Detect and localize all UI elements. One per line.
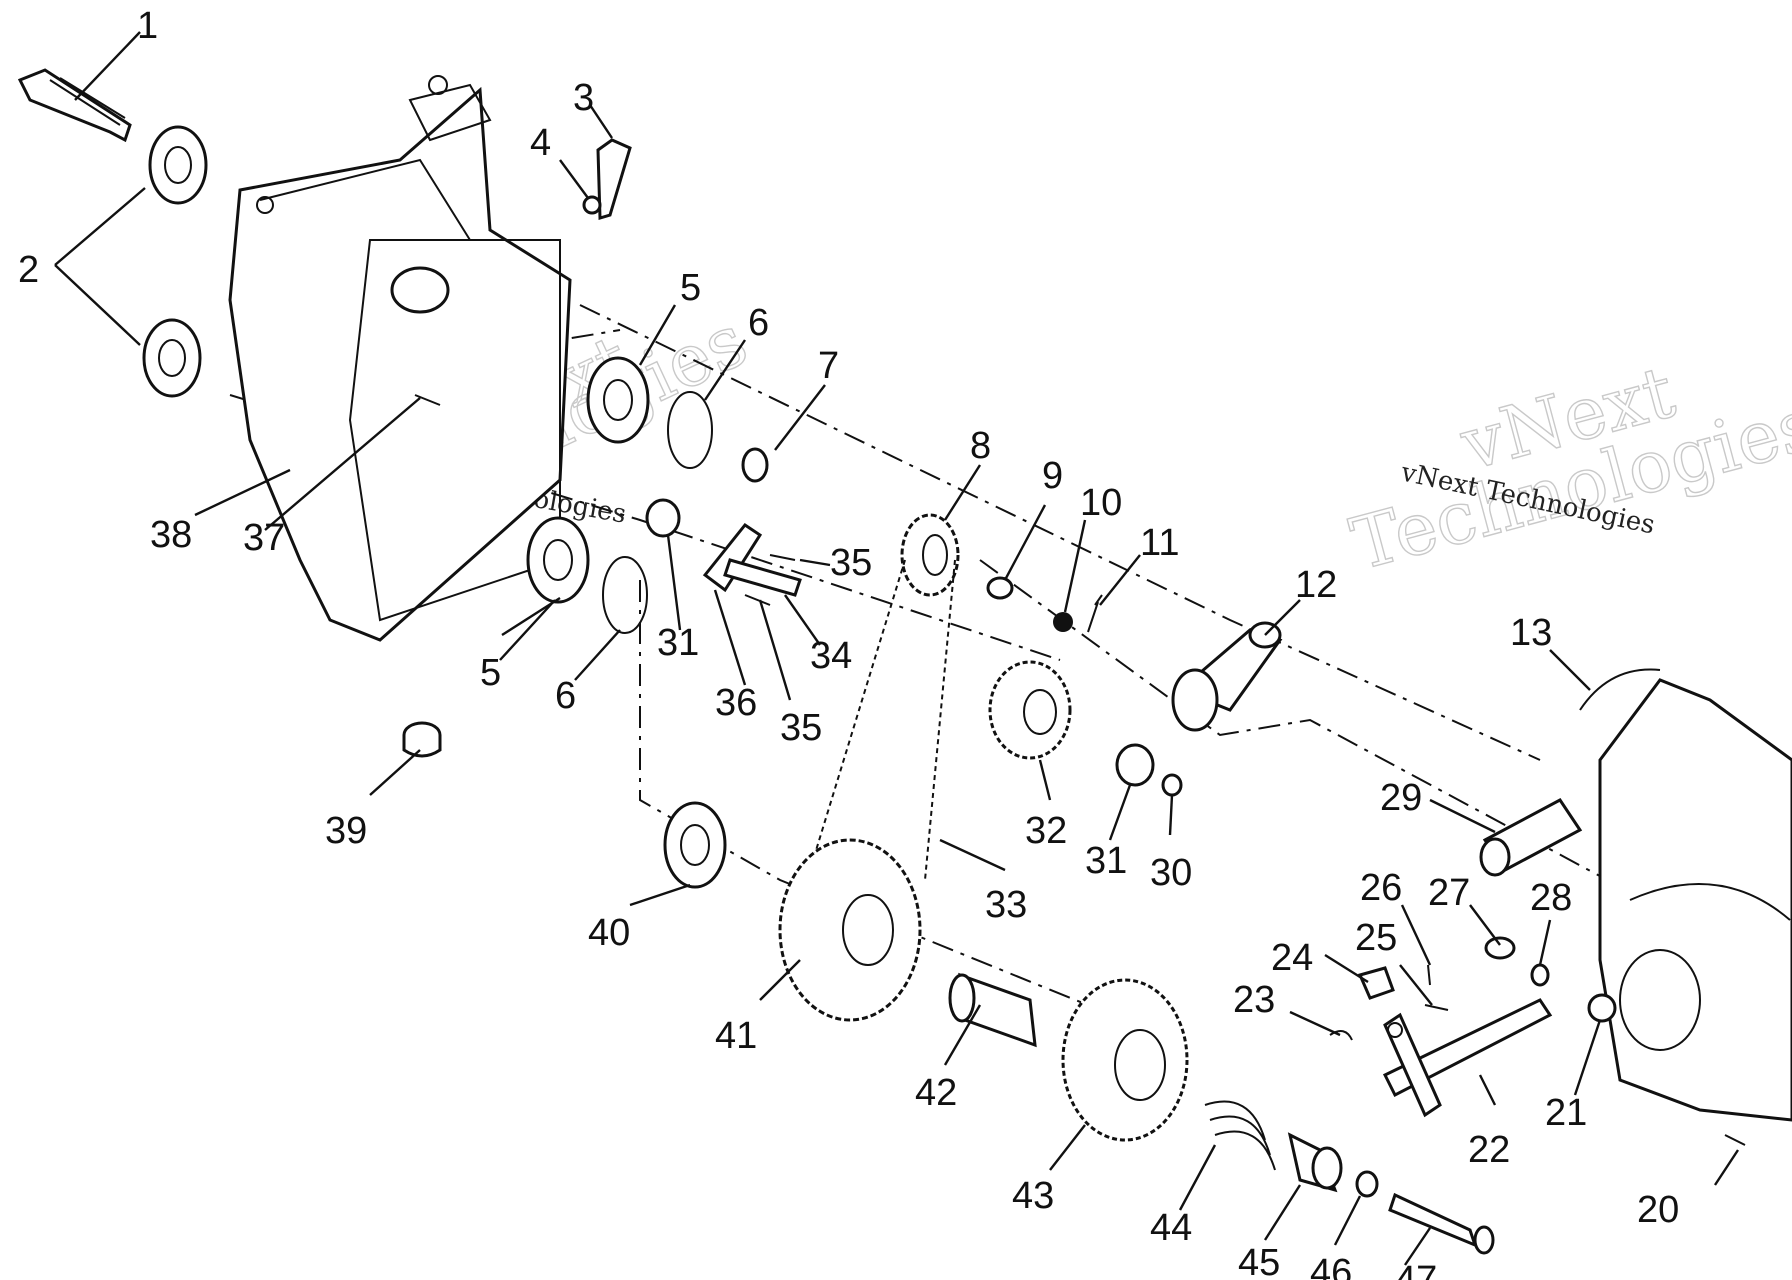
callout-26: 26 (1360, 867, 1402, 909)
part-47-bolt (1388, 1192, 1495, 1255)
callout-31-right: 31 (1085, 840, 1127, 882)
callout-25: 25 (1355, 917, 1397, 959)
callout-46: 46 (1310, 1252, 1352, 1280)
callout-39: 39 (325, 810, 367, 852)
part-42-pinion-shaft (948, 972, 1037, 1048)
part-4-washer (582, 195, 602, 215)
callout-36: 36 (715, 682, 757, 724)
callout-22: 22 (1468, 1129, 1510, 1171)
callout-27: 27 (1428, 872, 1470, 914)
callout-45: 45 (1238, 1242, 1280, 1280)
callout-42: 42 (915, 1072, 957, 1114)
callout-33: 33 (985, 884, 1027, 926)
part-31-washers (645, 498, 1155, 787)
callout-28: 28 (1530, 877, 1572, 919)
part-8-sprocket (900, 513, 960, 597)
callout-6-top: 6 (748, 302, 769, 344)
part-44-spring (1204, 1100, 1276, 1171)
part-39-nut (402, 721, 442, 758)
callout-32: 32 (1025, 810, 1067, 852)
callout-2: 2 (18, 249, 39, 291)
callout-35-bottom: 35 (780, 707, 822, 749)
part-1-splined-shaft (17, 68, 132, 143)
callout-43: 43 (1012, 1175, 1054, 1217)
callout-35-top: 35 (830, 542, 872, 584)
callout-1: 1 (137, 5, 158, 47)
part-45-collar (1287, 1132, 1343, 1193)
part-41-large-gear (778, 838, 922, 1022)
part-24-bracket (1357, 966, 1395, 1000)
part-2-seals (142, 125, 208, 398)
callout-11: 11 (1140, 522, 1179, 564)
part-11-pin (1087, 594, 1103, 633)
callout-20: 20 (1637, 1189, 1679, 1231)
part-43-sprocket (1061, 978, 1189, 1142)
callout-7: 7 (818, 345, 839, 387)
callout-4: 4 (530, 122, 551, 164)
part-12-lever (1171, 621, 1283, 732)
part-36-shift-fork (702, 522, 802, 597)
part-21-nut (1587, 993, 1617, 1023)
part-28-clip (1530, 963, 1550, 987)
callout-9: 9 (1042, 455, 1063, 497)
gearcase-housing-right (1579, 668, 1792, 1122)
part-23-clip (1329, 1030, 1353, 1041)
callout-23: 23 (1233, 979, 1275, 1021)
callout-30: 30 (1150, 852, 1192, 894)
callout-21: 21 (1545, 1092, 1587, 1134)
callout-labels: 1 2 3 4 5 6 7 8 9 10 11 12 13 20 21 22 2… (18, 5, 1679, 1280)
part-9-washer (986, 576, 1014, 600)
gearcase-housing-left (228, 75, 572, 642)
part-20-screw (1724, 1134, 1746, 1146)
part-40-washer (663, 801, 727, 889)
part-37-stud (414, 394, 441, 406)
callout-6-bottom: 6 (555, 675, 576, 717)
callout-5-top: 5 (680, 267, 701, 309)
part-3-bolt (596, 138, 632, 220)
part-10-nut (1053, 612, 1073, 632)
callout-12: 12 (1295, 564, 1337, 606)
callout-5-bottom: 5 (480, 652, 501, 694)
callout-29: 29 (1380, 777, 1422, 819)
watermark-right: vNext Technologies vNext Technologies (1342, 349, 1792, 587)
part-29-sleeve (1479, 798, 1583, 877)
part-32-gear (988, 660, 1072, 760)
callout-44: 44 (1150, 1207, 1192, 1249)
callout-37: 37 (243, 517, 285, 559)
part-46-washer (1355, 1170, 1379, 1198)
part-25-pin (1424, 1004, 1449, 1011)
callout-31-left: 31 (657, 622, 699, 664)
callout-8: 8 (970, 425, 991, 467)
part-7-washer (741, 447, 769, 483)
part-27-bushing (1484, 936, 1516, 960)
part-35-screws (744, 554, 796, 606)
callout-40: 40 (588, 912, 630, 954)
callout-41: 41 (715, 1015, 757, 1057)
callout-13: 13 (1510, 612, 1552, 654)
callout-3: 3 (573, 77, 594, 119)
part-5-bearings (526, 356, 650, 604)
part-30-ring (1161, 773, 1183, 797)
part-22-shift-shaft (1382, 998, 1553, 1118)
part-33-chain (809, 559, 956, 881)
part-26-pin (1427, 964, 1431, 986)
callout-38: 38 (150, 514, 192, 556)
callout-34: 34 (810, 635, 852, 677)
leader-lines (54, 31, 1740, 1266)
part-6-rings (602, 391, 713, 634)
callout-10: 10 (1080, 482, 1122, 524)
callout-24: 24 (1271, 937, 1313, 979)
callout-47: 47 (1395, 1259, 1437, 1280)
